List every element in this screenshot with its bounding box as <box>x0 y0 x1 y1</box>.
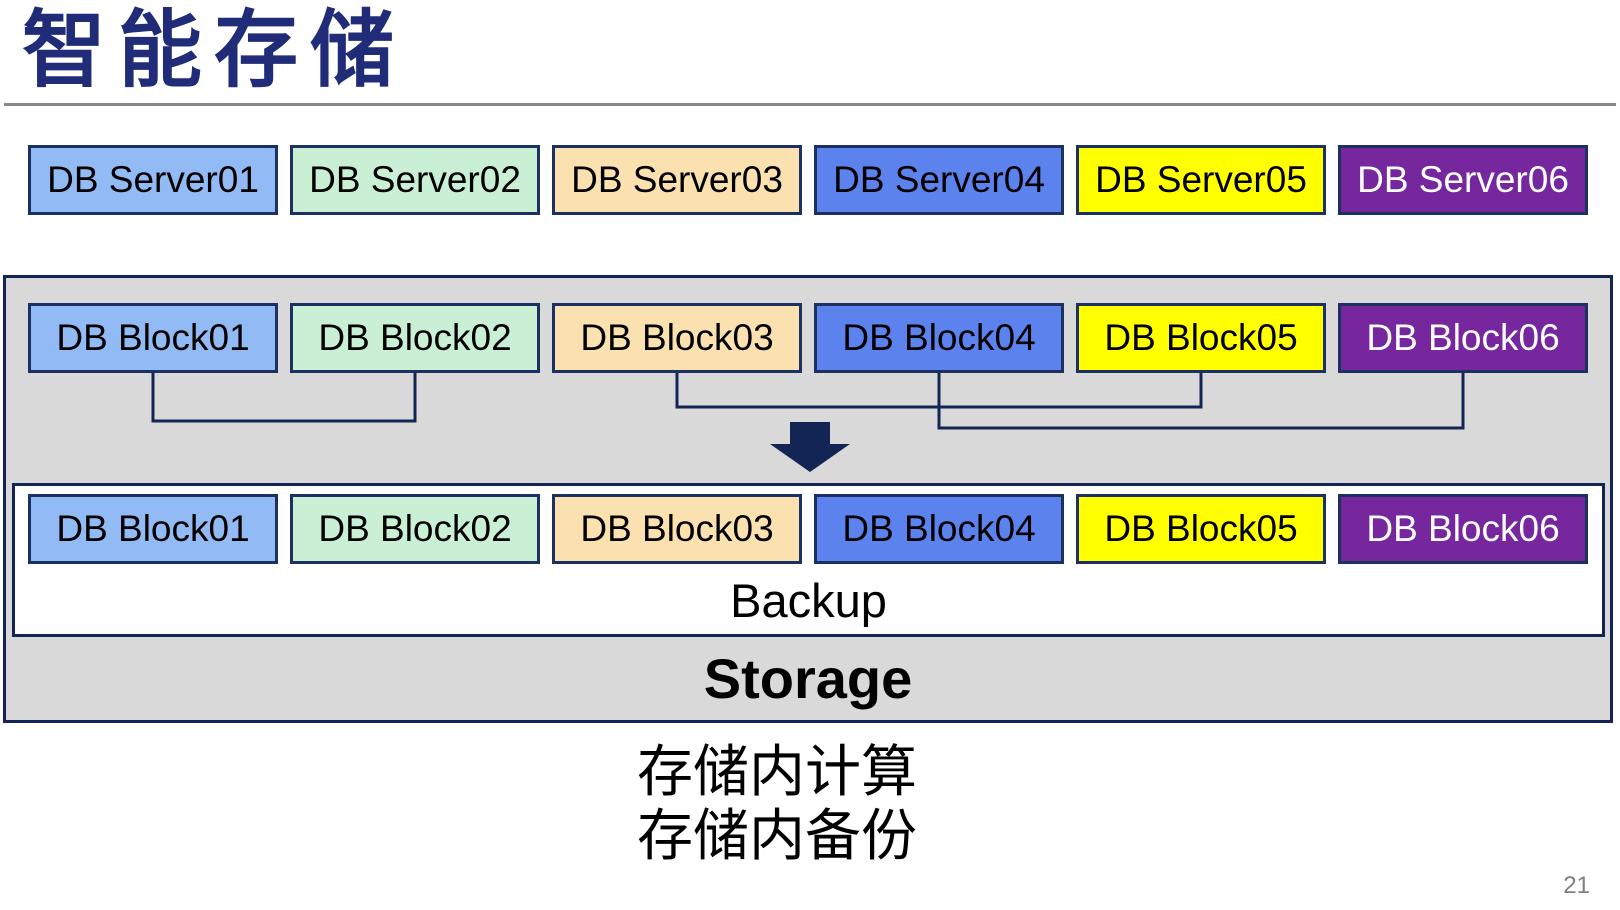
db-block-source-6: DB Block06 <box>1338 303 1588 373</box>
db-block-source-2: DB Block02 <box>290 303 540 373</box>
db-block-backup-6: DB Block06 <box>1338 494 1588 564</box>
db-block-source-1: DB Block01 <box>28 303 278 373</box>
db-server-box-3: DB Server03 <box>552 145 802 215</box>
storage-label: Storage <box>703 646 913 710</box>
db-block-backup-3: DB Block03 <box>552 494 802 564</box>
db-server-box-2: DB Server02 <box>290 145 540 215</box>
db-block-source-3: DB Block03 <box>552 303 802 373</box>
db-server-box-6: DB Server06 <box>1338 145 1588 215</box>
db-block-backup-1: DB Block01 <box>28 494 278 564</box>
db-server-box-4: DB Server04 <box>814 145 1064 215</box>
backup-label: Backup <box>730 573 887 627</box>
caption-line-1: 存储内计算 <box>637 740 917 803</box>
db-server-box-5: DB Server05 <box>1076 145 1326 215</box>
db-block-source-4: DB Block04 <box>814 303 1064 373</box>
caption-line-2: 存储内备份 <box>637 804 917 867</box>
db-block-backup-2: DB Block02 <box>290 494 540 564</box>
db-block-source-5: DB Block05 <box>1076 303 1326 373</box>
caption: 存储内计算 存储内备份 <box>637 740 917 868</box>
slide-title: 智能存储 <box>22 3 407 97</box>
db-block-backup-4: DB Block04 <box>814 494 1064 564</box>
page-number: 21 <box>1563 872 1590 899</box>
db-server-box-1: DB Server01 <box>28 145 278 215</box>
title-divider-line <box>4 103 1616 106</box>
db-block-backup-5: DB Block05 <box>1076 494 1326 564</box>
